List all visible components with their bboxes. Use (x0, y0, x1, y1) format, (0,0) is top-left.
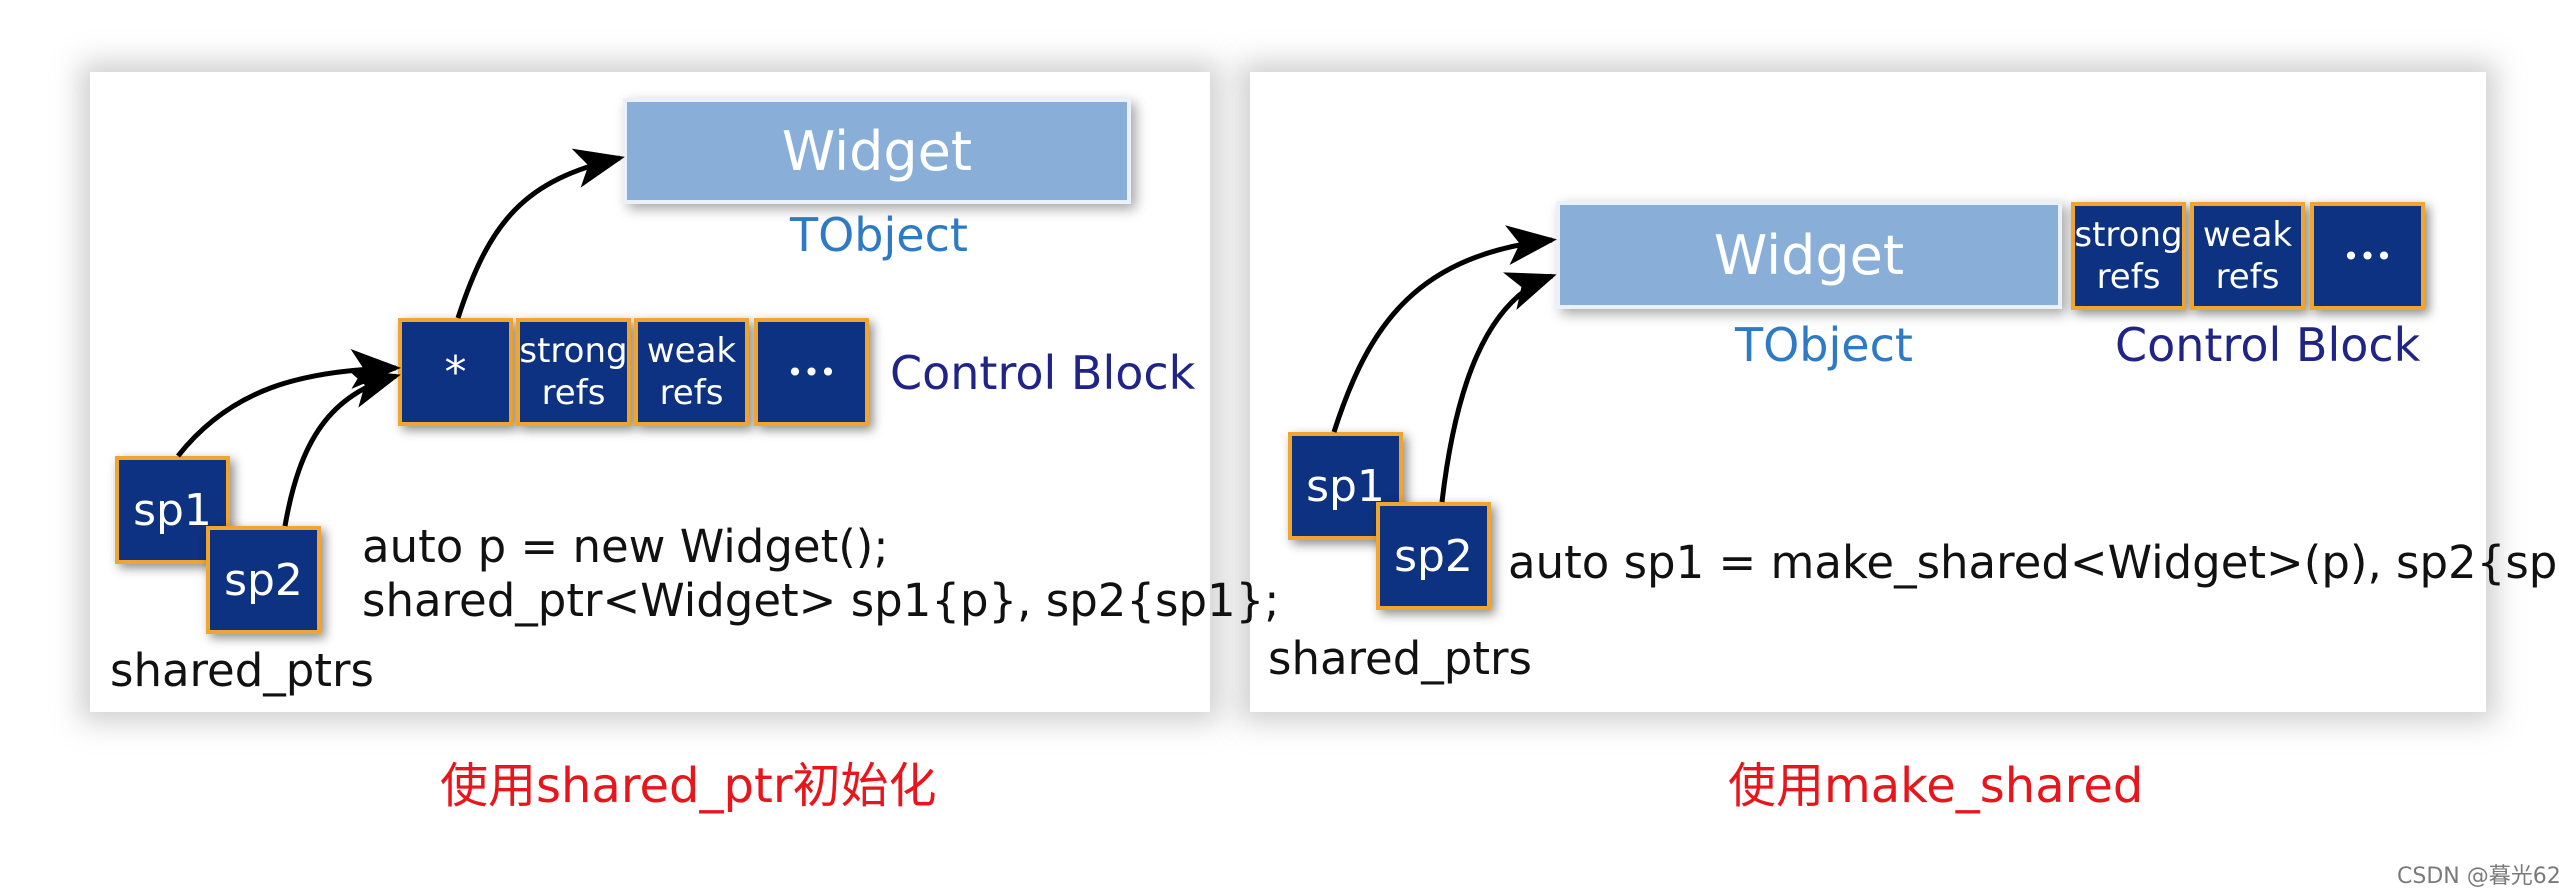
right-widget-label: Widget (1713, 223, 1905, 287)
right-arrow-sp2-to-widget (1439, 272, 1557, 503)
left-arrow-sp2-to-star (282, 369, 401, 527)
left-arrow-sp1-to-star (176, 348, 401, 458)
left-sp1-label: sp1 (133, 484, 212, 536)
right-strong-refs-label: strong refs (2074, 215, 2183, 297)
left-ellipsis-label: ••• (786, 355, 837, 389)
right-strong-refs-cell: strong refs (2071, 202, 2186, 310)
right-sp2-label: sp2 (1394, 530, 1473, 582)
left-strong-refs-label: strong refs (519, 331, 628, 413)
left-code-line-2: shared_ptr<Widget> sp1{p}, sp2{sp1}; (362, 574, 1280, 627)
left-pointer-cell: * (398, 318, 513, 426)
left-ellipsis-cell: ••• (754, 318, 869, 426)
right-shared-ptrs-label: shared_ptrs (1268, 632, 1532, 685)
right-sp2-box: sp2 (1376, 502, 1491, 610)
left-caption: 使用shared_ptr初始化 (440, 758, 937, 814)
left-weak-refs-cell: weak refs (634, 318, 749, 426)
left-control-block-label: Control Block (890, 346, 1196, 400)
right-sp1-label: sp1 (1306, 460, 1385, 512)
right-weak-refs-label: weak refs (2202, 215, 2293, 297)
right-ellipsis-cell: ••• (2310, 202, 2425, 310)
right-control-block-label: Control Block (2115, 318, 2421, 372)
left-strong-refs-cell: strong refs (516, 318, 631, 426)
right-code-line-1: auto sp1 = make_shared<Widget>(p), sp2{s… (1508, 536, 2559, 589)
right-ellipsis-label: ••• (2342, 239, 2393, 273)
right-arrow-sp1-to-widget (1331, 225, 1557, 433)
right-widget-box: Widget (1556, 201, 2062, 309)
left-code-line-1: auto p = new Widget(); (362, 520, 889, 573)
right-tobject-label: TObject (1735, 318, 1913, 372)
left-sp2-box: sp2 (206, 526, 321, 634)
watermark: CSDN @暮光629 (2397, 864, 2559, 889)
right-weak-refs-cell: weak refs (2190, 202, 2305, 310)
left-weak-refs-label: weak refs (646, 331, 737, 413)
right-caption: 使用make_shared (1728, 758, 2144, 814)
left-arrow-star-to-widget (455, 148, 625, 319)
left-tobject-label: TObject (790, 208, 968, 262)
left-sp2-label: sp2 (224, 554, 303, 606)
left-widget-box: Widget (623, 98, 1131, 204)
left-pointer-star: * (444, 346, 467, 398)
left-widget-label: Widget (781, 119, 973, 183)
left-shared-ptrs-label: shared_ptrs (110, 644, 374, 697)
